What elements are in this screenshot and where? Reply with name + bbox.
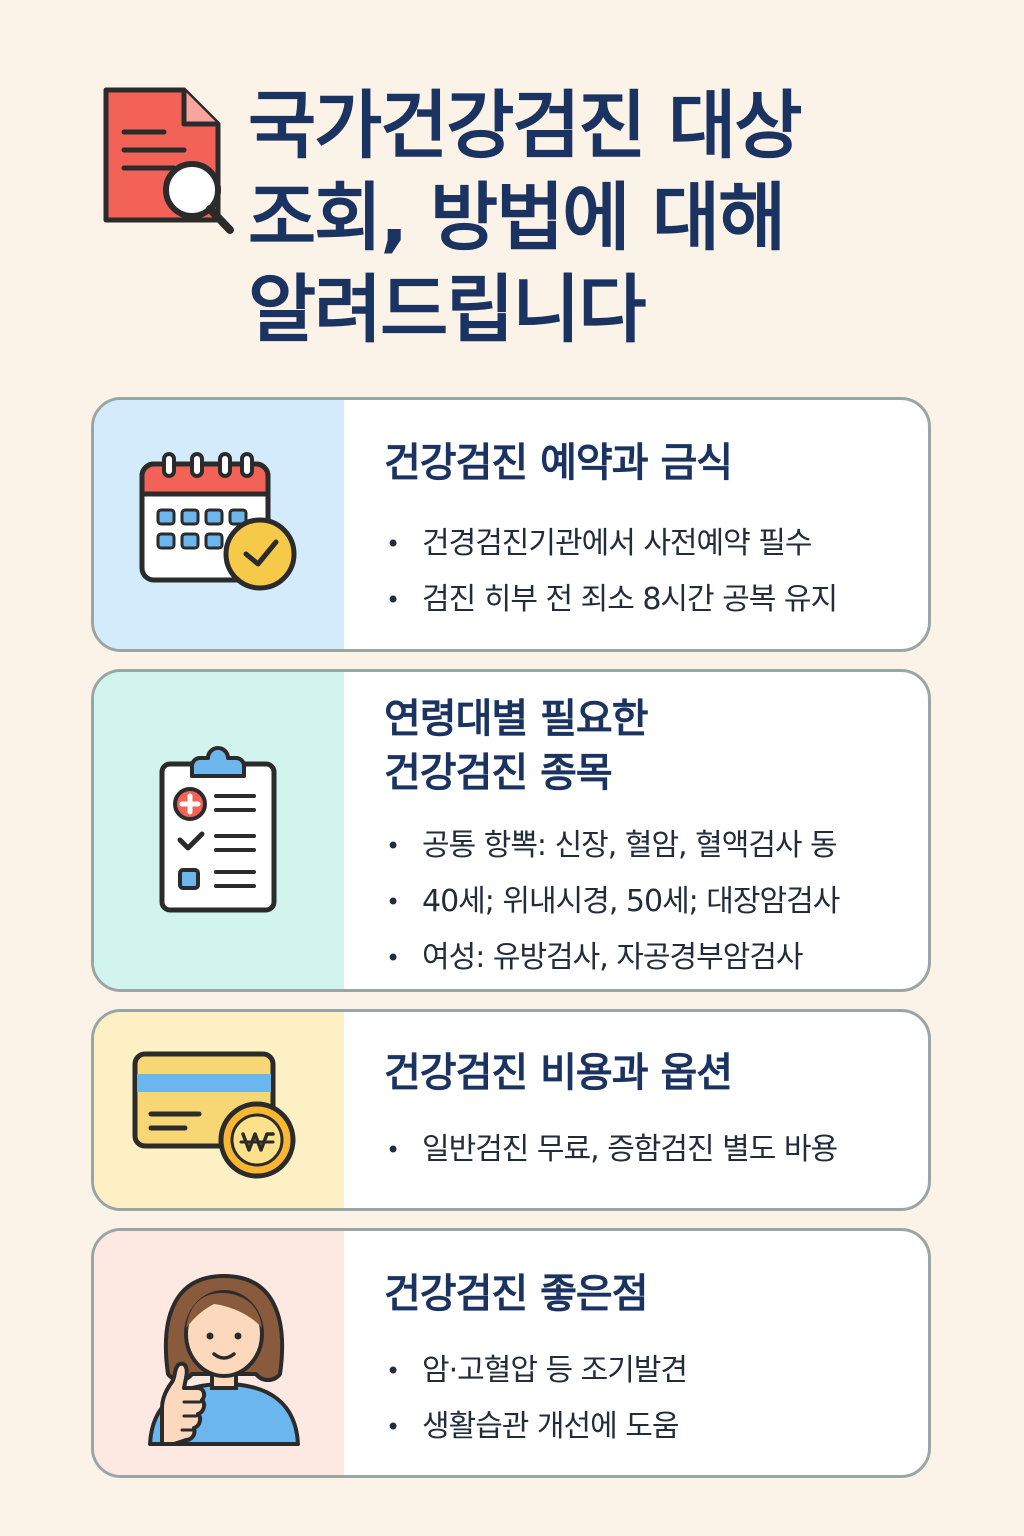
list-item: 검진 히부 전 죄소 8시간 공복 유지 bbox=[384, 572, 908, 628]
card-content: 건강검진 좋은점 암·고혈압 등 조기발견 생활습관 개선에 도움 bbox=[384, 1231, 908, 1455]
card-benefits: 건강검진 좋은점 암·고혈압 등 조기발견 생활습관 개선에 도움 bbox=[91, 1228, 931, 1478]
header: 국가건강검진 대상 조회, 방법에 대해 알려드립니다 bbox=[100, 80, 960, 360]
icon-panel bbox=[94, 1012, 344, 1208]
list-item: 생활습관 개선에 도움 bbox=[384, 1399, 908, 1455]
calendar-clock-icon bbox=[139, 451, 297, 590]
card-title: 연령대별 필요한 건강검진 종목 bbox=[384, 692, 908, 800]
card-cost-options: 건강검진 비용과 옵션 일반검진 무료, 증함검진 별도 바용 bbox=[91, 1009, 931, 1211]
card-title-line: 건강검진 종목 bbox=[384, 750, 613, 796]
list-item: 40세; 위내시경, 50세; 대장암검사 bbox=[384, 874, 908, 930]
card-title-line: 건강검진 좋은점 bbox=[384, 1271, 649, 1317]
bullet-list: 공통 항뽁: 신장, 혈암, 혈액검사 동 40세; 위내시경, 50세; 대장… bbox=[384, 818, 908, 986]
bullet-list: 건경검진기관에서 사전예약 필수 검진 히부 전 죄소 8시간 공복 유지 bbox=[384, 516, 908, 628]
list-item: 건경검진기관에서 사전예약 필수 bbox=[384, 516, 908, 572]
document-search-icon bbox=[103, 87, 234, 234]
title-line: 국가건강검진 대상 bbox=[248, 83, 802, 169]
page-title: 국가건강검진 대상 조회, 방법에 대해 알려드립니다 bbox=[248, 80, 968, 356]
list-item: 여성: 유방검사, 자공경부암검사 bbox=[384, 930, 908, 986]
list-item: 암·고혈압 등 조기발견 bbox=[384, 1343, 908, 1399]
clipboard-checklist-icon bbox=[159, 745, 277, 912]
card-content: 건강검진 비용과 옵션 일반검진 무료, 증함검진 별도 바용 bbox=[384, 1012, 908, 1178]
icon-panel bbox=[94, 400, 344, 649]
card-title: 건강검진 비용과 옵션 bbox=[384, 1046, 908, 1100]
credit-card-coin-icon bbox=[132, 1051, 296, 1179]
card-title: 건강검진 예약과 금식 bbox=[384, 436, 908, 490]
title-line: 알려드립니다 bbox=[248, 267, 646, 353]
list-item: 공통 항뽁: 신장, 혈암, 혈액검사 동 bbox=[384, 818, 908, 874]
card-age-checkups: 연령대별 필요한 건강검진 종목 공통 항뽁: 신장, 혈암, 혈액검사 동 4… bbox=[91, 669, 931, 992]
card-content: 연령대별 필요한 건강검진 종목 공통 항뽁: 신장, 혈암, 혈액검사 동 4… bbox=[384, 672, 908, 986]
title-line: 조회, 방법에 대해 bbox=[248, 175, 786, 261]
bullet-list: 암·고혈압 등 조기발견 생활습관 개선에 도움 bbox=[384, 1343, 908, 1455]
card-title-line: 연령대별 필요한 bbox=[384, 696, 649, 742]
list-item: 일반검진 무료, 증함검진 별도 바용 bbox=[384, 1122, 908, 1178]
card-content: 건강검진 예약과 금식 건경검진기관에서 사전예약 필수 검진 히부 전 죄소 … bbox=[384, 400, 908, 628]
card-reservation-fasting: 건강검진 예약과 금식 건경검진기관에서 사전예약 필수 검진 히부 전 죄소 … bbox=[91, 397, 931, 652]
card-title-line: 건강검진 예약과 금식 bbox=[384, 440, 733, 486]
card-title: 건강검진 좋은점 bbox=[384, 1267, 908, 1321]
woman-thumbs-up-icon bbox=[148, 1274, 300, 1446]
icon-panel bbox=[94, 1231, 344, 1475]
card-title-line: 건강검진 비용과 옵션 bbox=[384, 1050, 733, 1096]
bullet-list: 일반검진 무료, 증함검진 별도 바용 bbox=[384, 1122, 908, 1178]
icon-panel bbox=[94, 672, 344, 989]
